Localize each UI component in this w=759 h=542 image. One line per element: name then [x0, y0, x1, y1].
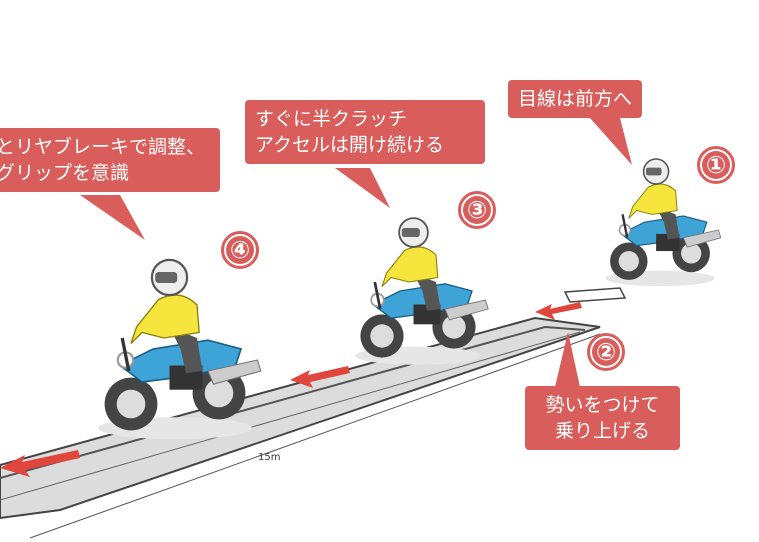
step-number-3: ③ [458, 191, 496, 229]
callout-text: 目線は前方へ [518, 88, 633, 110]
callout-tail-2 [555, 332, 580, 387]
motorcycle-rider-4 [96, 258, 263, 441]
callout-text: 乗り上げる [554, 420, 650, 442]
callout-text: すぐに半クラッチ [255, 108, 408, 130]
step-number-4: ④ [221, 231, 259, 269]
callout-step-3: すぐに半クラッチ アクセルは開け続ける [245, 100, 485, 164]
callout-text: アクセルは開け続ける [255, 134, 445, 156]
direction-arrows [0, 302, 582, 477]
callout-step-1: 目線は前方へ [508, 80, 643, 118]
arrow-icon [535, 302, 582, 320]
callout-text: グリップを意識 [0, 162, 130, 184]
step-number-2: ② [587, 333, 625, 371]
callout-step-2: 勢いをつけて 乗り上げる [525, 386, 680, 450]
distance-line [29, 333, 601, 539]
callout-text: とリヤブレーキで調整、 [0, 136, 206, 158]
callout-tail-1 [590, 118, 632, 165]
step-number-1: ① [697, 146, 735, 184]
callout-tail-4 [80, 195, 145, 240]
arrow-icon [290, 366, 350, 388]
callout-step-4: とリヤブレーキで調整、 グリップを意識 [0, 128, 220, 192]
start-plate [563, 287, 627, 303]
distance-label: 15m [258, 452, 281, 463]
arrow-icon [0, 450, 80, 477]
motorcycle-rider-3 [353, 216, 490, 367]
callout-text: 勢いをつけて [545, 394, 660, 416]
callout-tail-3 [335, 168, 390, 208]
